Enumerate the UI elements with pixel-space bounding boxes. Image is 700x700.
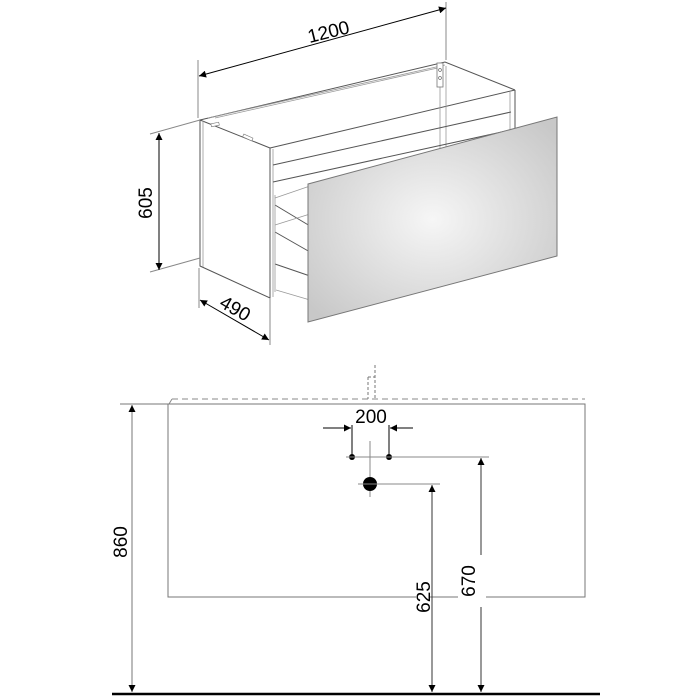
- dimension-width-label: 1200: [306, 17, 352, 48]
- isometric-view: 1200 605 490: [136, 2, 558, 345]
- dimension-width: 1200: [197, 2, 447, 118]
- dimension-depth-label: 490: [216, 292, 254, 326]
- dimension-hole-spacing: 200: [323, 407, 413, 457]
- dimension-hole-spacing-label: 200: [355, 407, 387, 428]
- dimension-supply-height-label: 670: [459, 565, 480, 597]
- dimension-overall-height: 860: [111, 405, 136, 692]
- dimension-height-label: 605: [136, 187, 157, 219]
- front-elevation: 200 860 625 670: [111, 365, 600, 696]
- cabinet-outline: [120, 403, 586, 598]
- dimension-supply-height: 670: [458, 458, 486, 692]
- dimension-drain-height-label: 625: [414, 581, 435, 613]
- dimension-height: 605: [136, 119, 201, 273]
- tap-outline: [367, 365, 376, 399]
- drawer-front-panel: [307, 116, 558, 323]
- drawer-box: [274, 185, 311, 301]
- dimension-overall-height-label: 860: [111, 526, 132, 558]
- dimension-drain-height: 625: [414, 485, 436, 692]
